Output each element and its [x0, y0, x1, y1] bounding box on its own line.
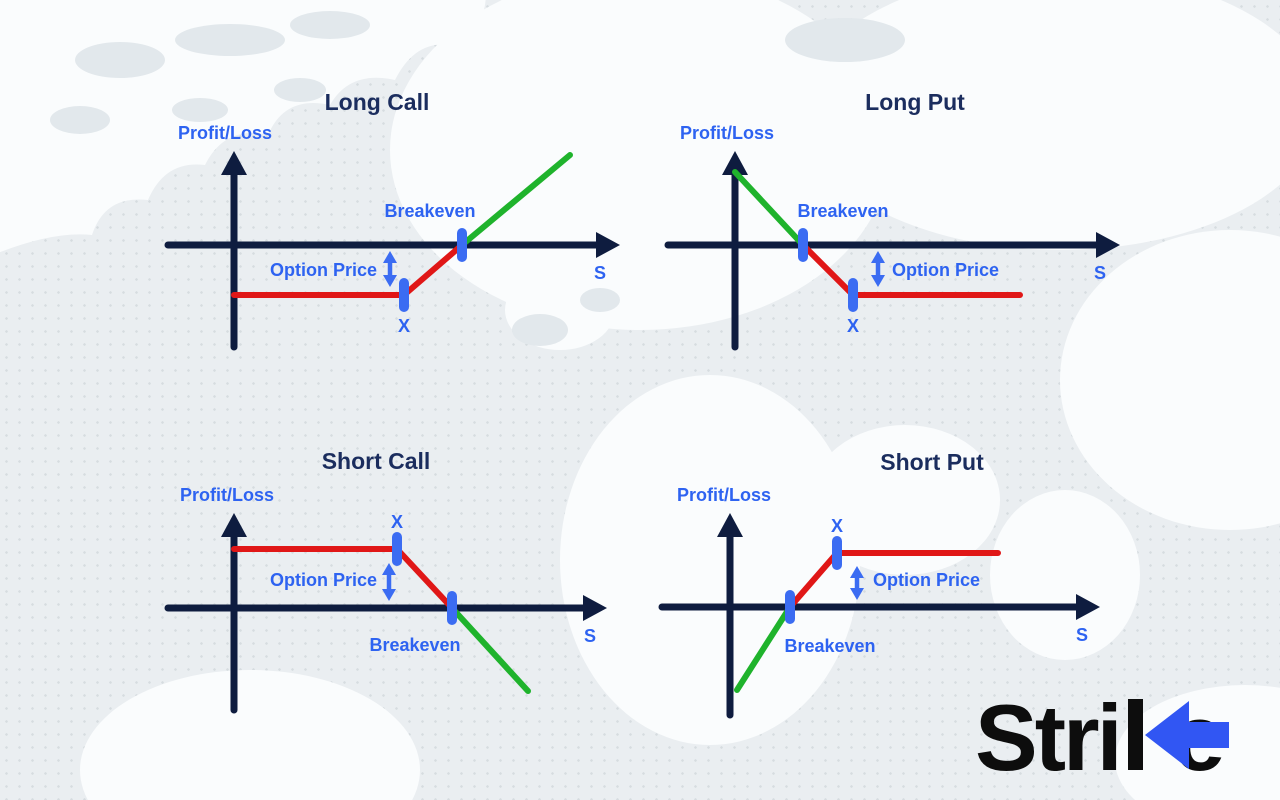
- option-price-label: Option Price: [873, 570, 980, 590]
- y-axis-label: Profit/Loss: [677, 485, 771, 505]
- panel-title: Short Call: [322, 448, 431, 474]
- payoff-line-green: [449, 605, 531, 694]
- breakeven-tick: [798, 228, 808, 262]
- y-axis-arrow-icon: [717, 513, 743, 537]
- y-axis-label: Profit/Loss: [180, 485, 274, 505]
- option-price-arrow-up-icon: [850, 566, 864, 578]
- breakeven-tick: [447, 591, 457, 625]
- option-price-arrow-up-icon: [871, 251, 885, 263]
- option-price-arrow-up-icon: [383, 251, 397, 263]
- x-axis-label: S: [594, 263, 606, 283]
- x-axis-arrow-icon: [1096, 232, 1120, 258]
- strike-label: X: [847, 316, 859, 336]
- strike-label: X: [398, 316, 410, 336]
- option-price-arrow-up-icon: [382, 563, 396, 575]
- breakeven-label: Breakeven: [369, 635, 460, 655]
- logo-text-stri: Stri: [975, 686, 1120, 786]
- map-islands: [50, 11, 905, 346]
- x-axis-label: S: [1094, 263, 1106, 283]
- payoff-line-green: [732, 169, 806, 248]
- panel-title: Long Put: [865, 89, 965, 115]
- logo-k-arrow-icon: [1145, 701, 1229, 769]
- x-axis-label: S: [1076, 625, 1088, 645]
- option-price-label: Option Price: [270, 570, 377, 590]
- option-price-arrow-down-icon: [871, 275, 885, 287]
- y-axis-arrow-icon: [221, 151, 247, 175]
- logo-k-stem: [1128, 699, 1143, 770]
- strike-label: X: [831, 516, 843, 536]
- option-price-arrow-down-icon: [382, 589, 396, 601]
- y-axis-label: Profit/Loss: [680, 123, 774, 143]
- y-axis-arrow-icon: [722, 151, 748, 175]
- breakeven-label: Breakeven: [384, 201, 475, 221]
- strike-tick: [832, 536, 842, 570]
- strike-logo: Stri e: [975, 685, 1275, 791]
- x-axis-arrow-icon: [583, 595, 607, 621]
- x-axis-arrow-icon: [1076, 594, 1100, 620]
- option-price-arrow-down-icon: [850, 588, 864, 600]
- panel-title: Short Put: [880, 449, 984, 475]
- strike-label: X: [391, 512, 403, 532]
- panel-title: Long Call: [325, 89, 430, 115]
- strike-tick: [848, 278, 858, 312]
- y-axis-label: Profit/Loss: [178, 123, 272, 143]
- x-axis-arrow-icon: [596, 232, 620, 258]
- breakeven-label: Breakeven: [784, 636, 875, 656]
- breakeven-tick: [457, 228, 467, 262]
- x-axis-label: S: [584, 626, 596, 646]
- payoff-line-green: [734, 604, 793, 693]
- payoff-line-green: [459, 152, 573, 248]
- strike-tick: [399, 278, 409, 312]
- option-price-arrow-down-icon: [383, 275, 397, 287]
- breakeven-tick: [785, 590, 795, 624]
- y-axis-arrow-icon: [221, 513, 247, 537]
- strike-logo-graphic: Stri e: [975, 685, 1229, 790]
- strike-tick: [392, 532, 402, 566]
- option-price-label: Option Price: [270, 260, 377, 280]
- option-price-label: Option Price: [892, 260, 999, 280]
- breakeven-label: Breakeven: [797, 201, 888, 221]
